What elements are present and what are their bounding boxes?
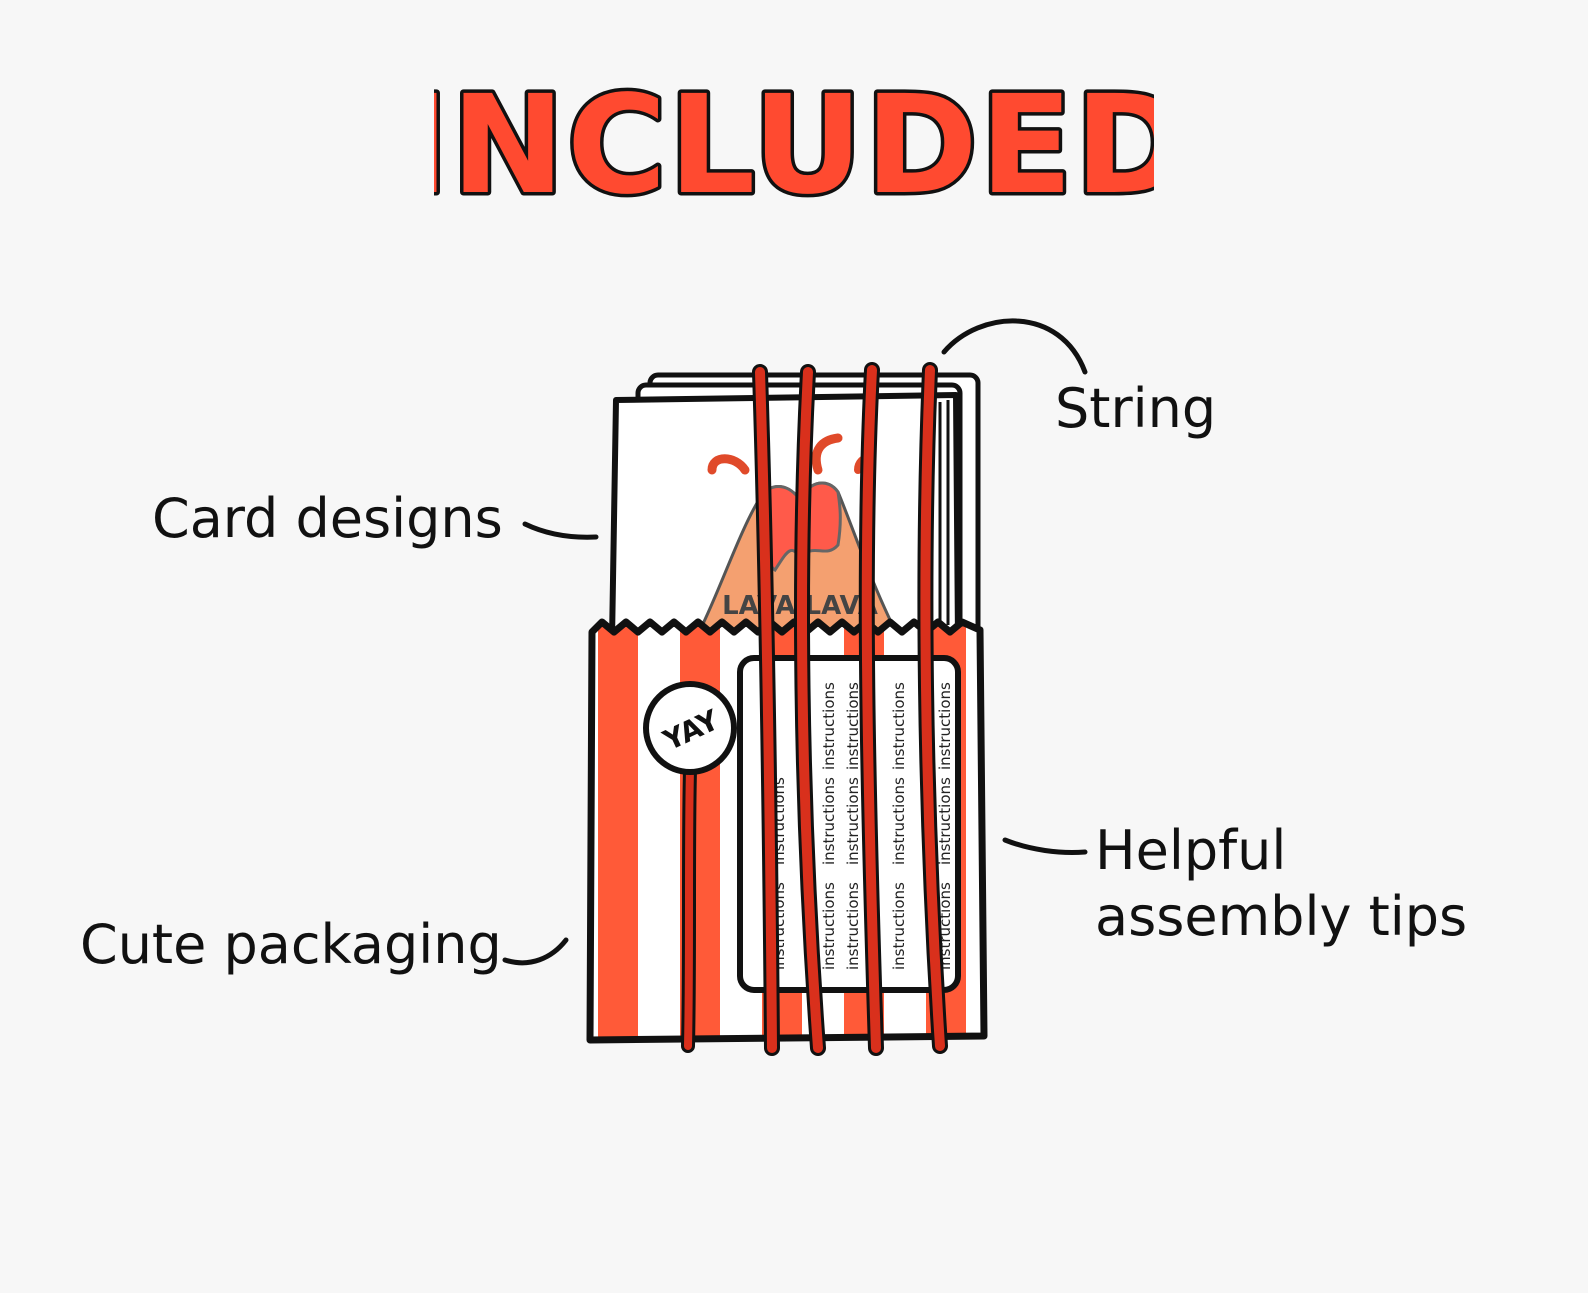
instruction-text-8: instructions <box>844 682 862 770</box>
label-string: String <box>1055 377 1217 440</box>
page-title: INCLUDED <box>0 60 1588 230</box>
instruction-text-3: instructions <box>820 882 838 970</box>
title-text: INCLUDED <box>434 67 1154 225</box>
title-graphic: INCLUDED <box>434 64 1154 229</box>
leader-line-packaging <box>502 937 569 966</box>
leader-line-tips <box>1002 837 1088 855</box>
label-cute-packaging: Cute packaging <box>80 913 502 976</box>
instruction-text-9: instructions <box>890 882 908 970</box>
leader-line-card <box>522 521 599 540</box>
leader-line-string <box>941 318 1088 375</box>
label-assembly-tips-line2: assembly tips <box>1095 885 1468 948</box>
yay-sticker: YAY <box>643 681 737 1053</box>
instruction-text-10: instructions <box>890 777 908 865</box>
label-assembly-tips-line1: Helpful <box>1095 819 1287 882</box>
instruction-text-6: instructions <box>844 882 862 970</box>
instruction-text-13: instructions <box>936 777 954 865</box>
instruction-text-14: instructions <box>936 682 954 770</box>
instruction-text-4: instructions <box>820 777 838 865</box>
label-assembly-tips: Helpful assembly tips <box>1095 818 1467 950</box>
label-card-designs: Card designs <box>152 487 503 550</box>
instruction-text-7: instructions <box>844 777 862 865</box>
instruction-text-5: instructions <box>820 682 838 770</box>
string-bands <box>752 362 948 1056</box>
instruction-text-11: instructions <box>890 682 908 770</box>
